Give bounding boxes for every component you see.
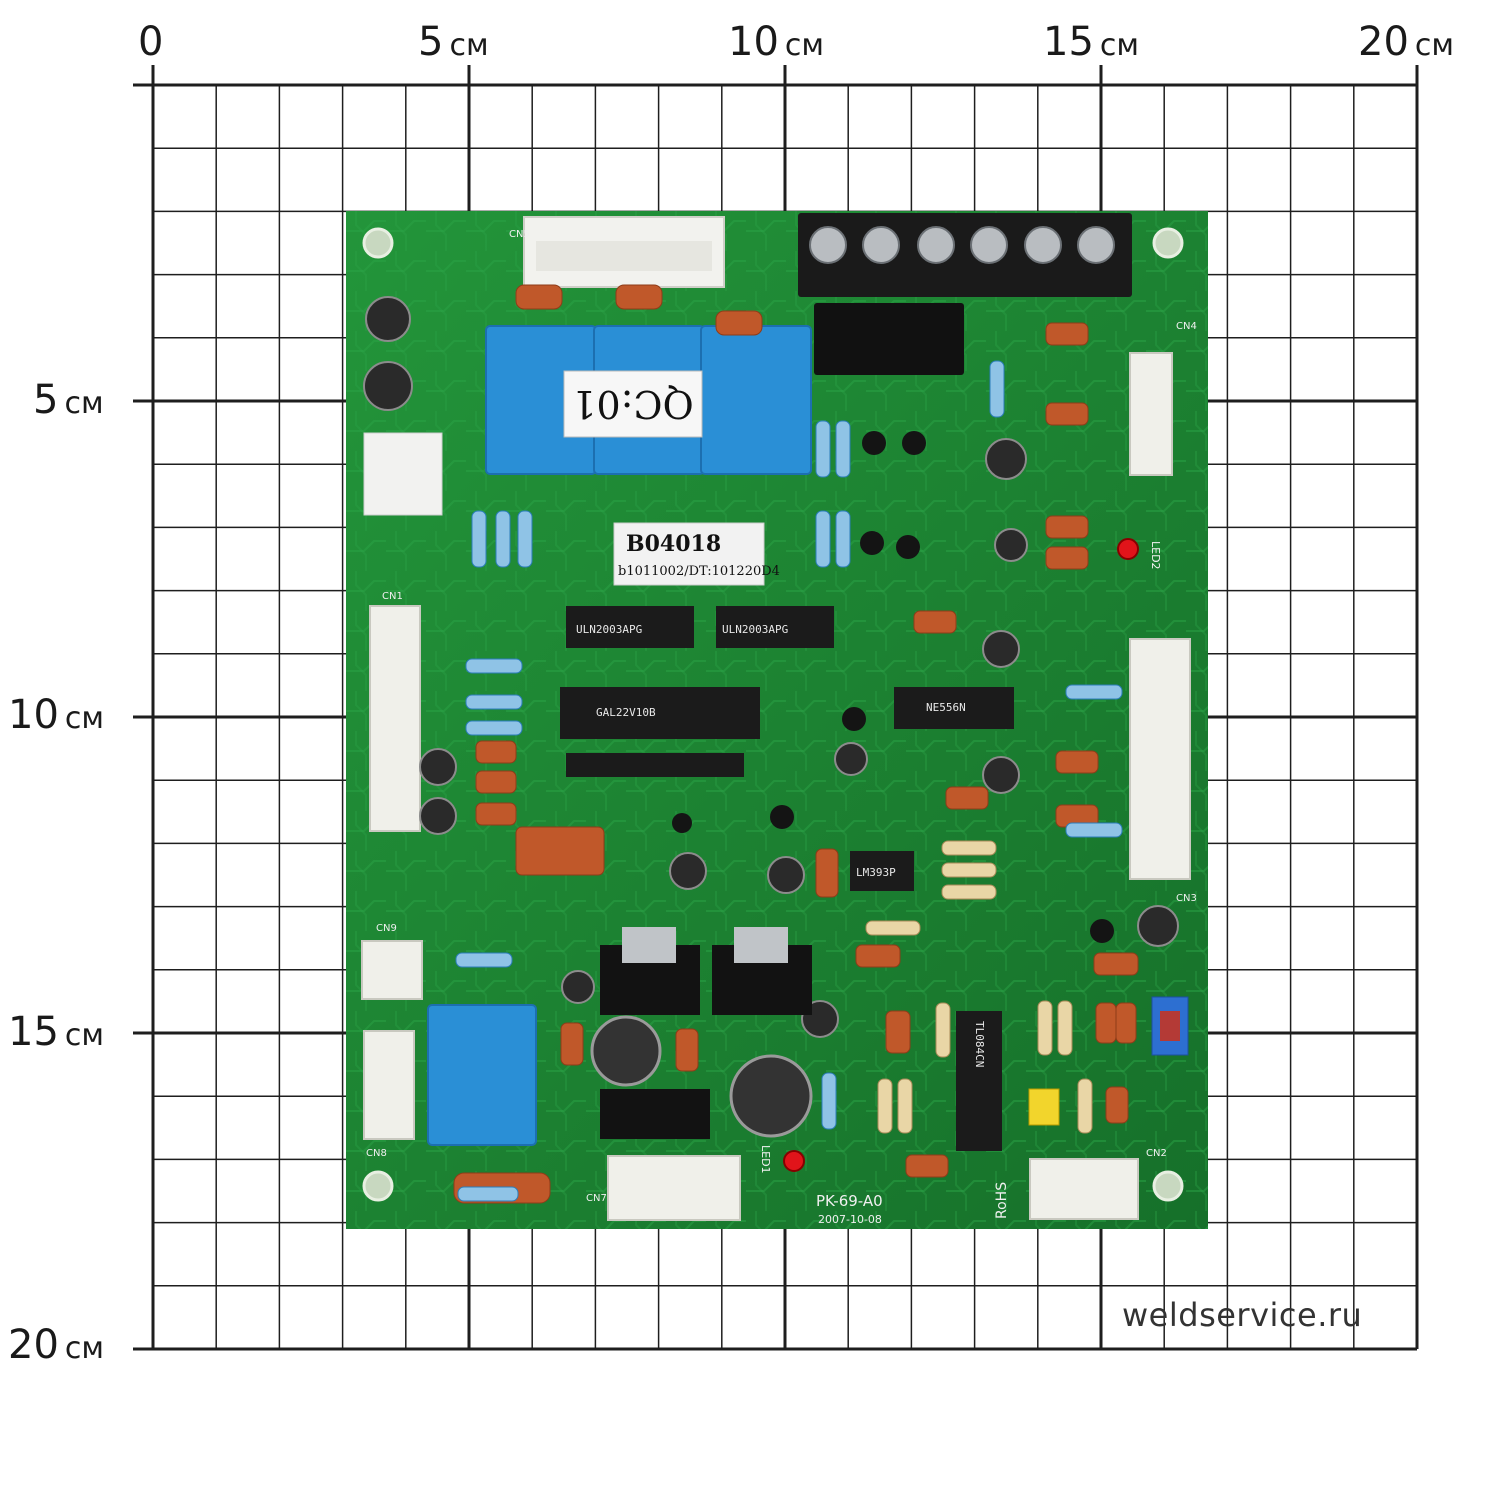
heatsinks xyxy=(600,945,812,1139)
cn9-label: CN9 xyxy=(376,923,397,934)
y-scale-unit: см xyxy=(64,701,105,736)
y-scale-value: 10 xyxy=(8,692,59,738)
large-capacitors xyxy=(590,1015,813,1138)
y-scale-value: 20 xyxy=(8,1322,59,1368)
side-connectors xyxy=(361,352,1191,1221)
x-scale-value: 15 xyxy=(1043,19,1094,65)
cn5-label: CN5 xyxy=(509,229,530,240)
led-1-label: LED1 xyxy=(759,1145,772,1174)
cn7-label: CN7 xyxy=(586,1193,607,1204)
y-scale-unit: см xyxy=(64,1331,105,1366)
connector-cn5 xyxy=(523,216,725,288)
qc-sticker: QC:01 xyxy=(563,370,703,438)
transistors xyxy=(672,431,1114,943)
x-scale-value: 10 xyxy=(728,19,779,65)
x-scale-unit: см xyxy=(1099,28,1140,63)
ic-chips xyxy=(560,606,1014,1151)
chip-u7: NE556N xyxy=(926,701,966,714)
x-scale-unit: см xyxy=(1414,28,1455,63)
x-scale-value: 0 xyxy=(138,19,164,65)
svg-text:QC:01: QC:01 xyxy=(572,382,693,426)
ceramic-capacitors xyxy=(453,284,1139,1204)
cn2-label: CN2 xyxy=(1146,1148,1167,1159)
resistors xyxy=(455,360,1123,1202)
y-scale-value: 5 xyxy=(33,377,59,423)
model-text: PK-69-A0 xyxy=(816,1192,883,1210)
led-2-label: LED2 xyxy=(1149,541,1162,570)
yellow-capacitor xyxy=(1028,1088,1060,1126)
y-scale-unit: см xyxy=(64,386,104,421)
x-scale-unit: см xyxy=(784,28,825,63)
cn1-label: CN1 xyxy=(382,591,403,602)
y-scale-unit: см xyxy=(64,1018,105,1053)
trimmer-top xyxy=(1160,1011,1180,1041)
mounting-holes xyxy=(362,227,1184,1202)
leds xyxy=(783,538,1139,1172)
chip-u3: LM393P xyxy=(856,866,896,879)
resistors-beige xyxy=(865,840,1093,1134)
y-scale-value: 15 xyxy=(8,1009,59,1055)
x-scale-value: 5 xyxy=(418,19,444,65)
board-label: B04018 b1011002/DT:101220D4 xyxy=(613,522,780,586)
chip-u4: ULN2003APG xyxy=(576,623,642,636)
date-text: 2007-10-08 xyxy=(818,1213,882,1226)
pcb-board: QC:01 B04018 b1011002/DT:101220D4 ULN200… xyxy=(346,211,1208,1229)
chip-ribbon xyxy=(566,753,744,777)
cn8-label: CN8 xyxy=(366,1148,387,1159)
electrolytic-capacitors xyxy=(363,296,1179,1038)
chip-u1: TL084CN xyxy=(973,1021,986,1067)
chip-u6: ULN2003APG xyxy=(722,623,788,636)
cn4-label: CN4 xyxy=(1176,321,1197,332)
x-scale-unit: см xyxy=(449,28,489,63)
svg-text:B04018: B04018 xyxy=(626,531,721,557)
watermark: weldservice.ru xyxy=(1122,1296,1363,1334)
svg-text:b1011002/DT:101220D4: b1011002/DT:101220D4 xyxy=(618,564,780,579)
chip-u5: GAL22V10B xyxy=(596,706,656,719)
ceramic-resistor xyxy=(363,432,443,516)
relay-black xyxy=(814,303,964,375)
rohs-text: RoHS xyxy=(994,1182,1010,1219)
terminal-block xyxy=(798,213,1132,297)
x-scale-label: 0 xyxy=(138,22,163,62)
cn3-label: CN3 xyxy=(1176,893,1197,904)
x-scale-value: 20 xyxy=(1358,19,1409,65)
